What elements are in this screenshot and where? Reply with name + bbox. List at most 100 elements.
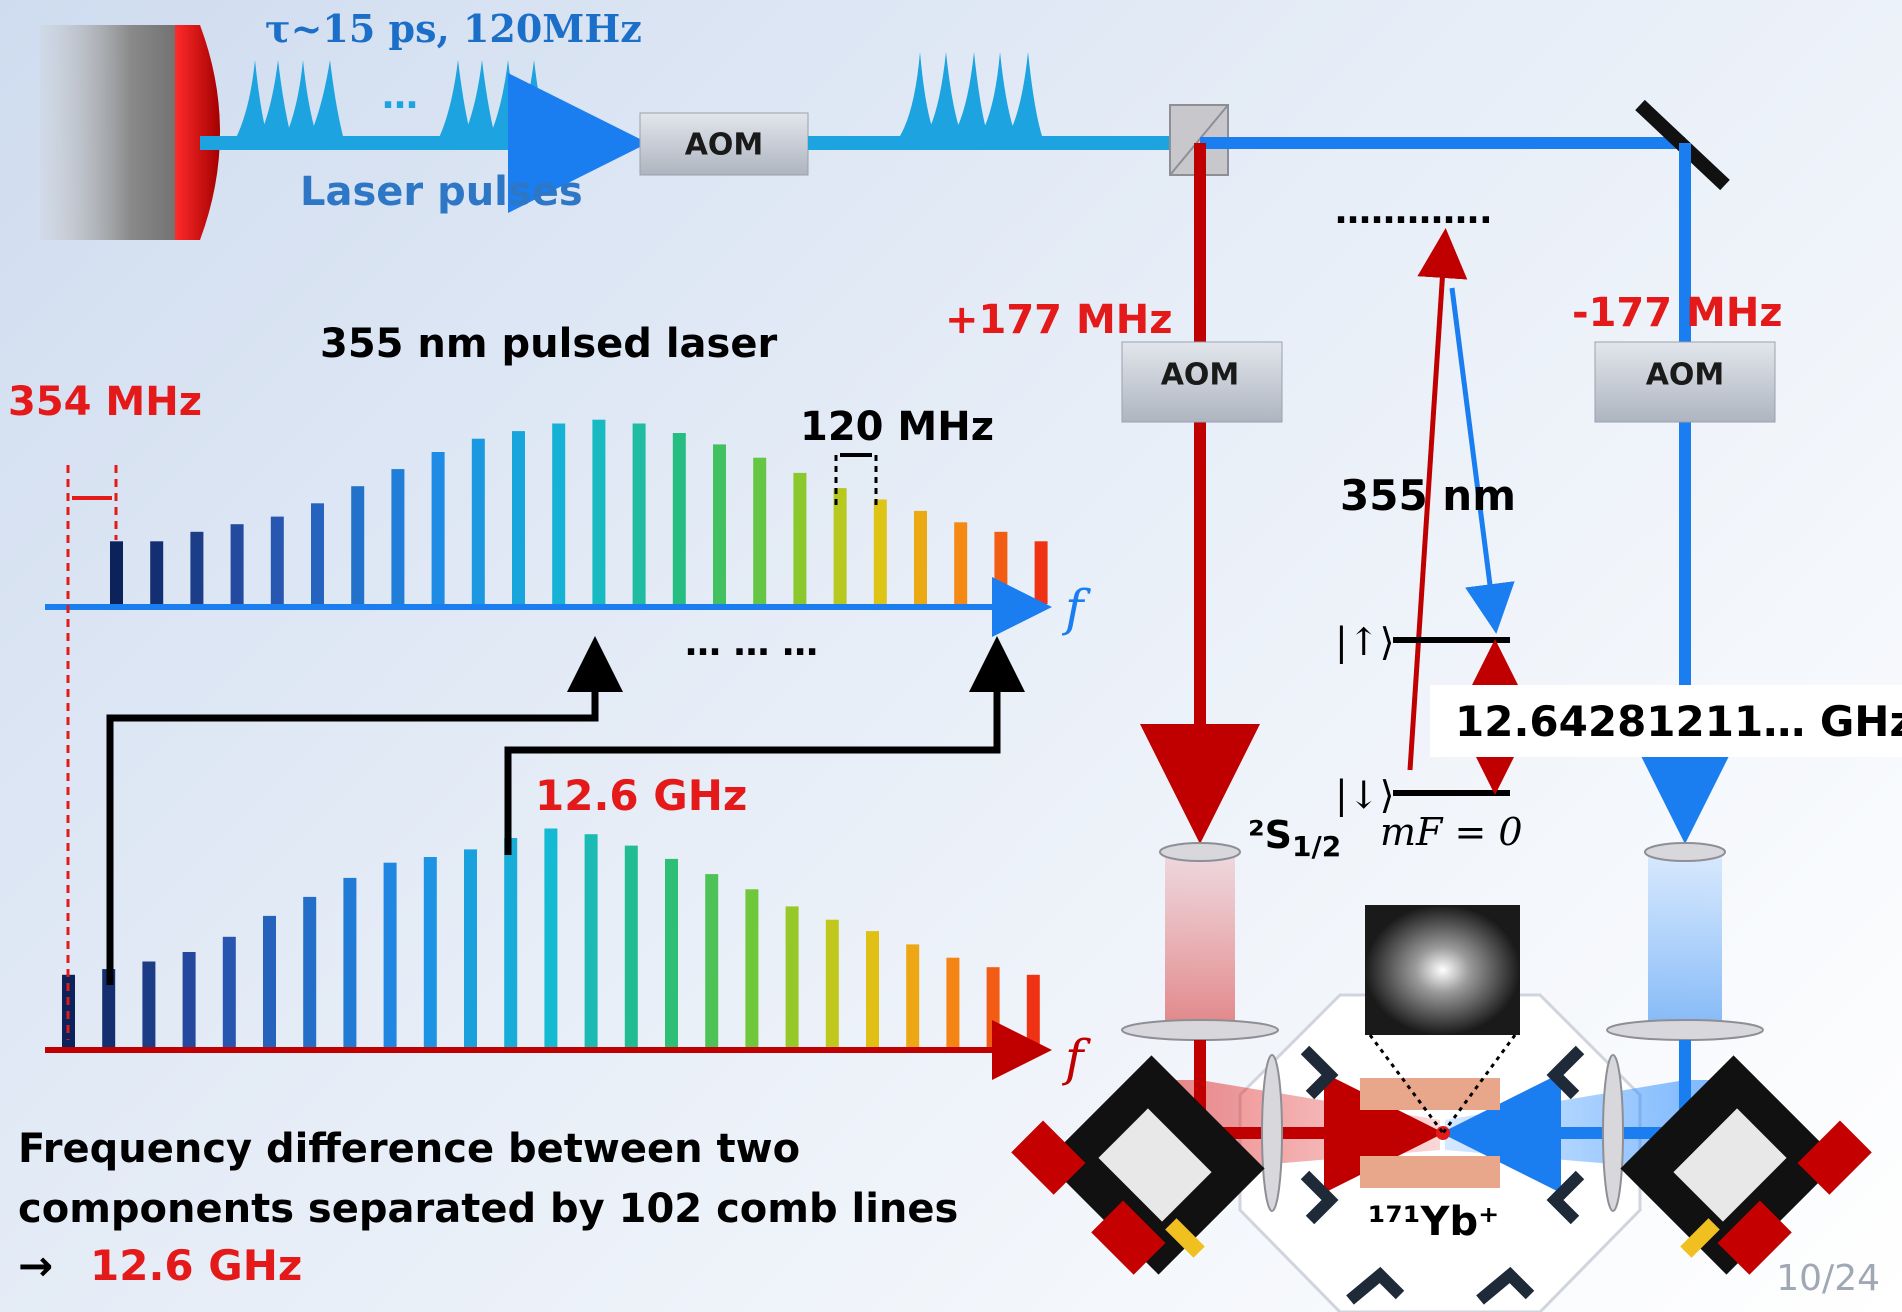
lens-blue-top — [1644, 842, 1726, 862]
aom-red: AOM — [1121, 341, 1283, 423]
virtual-level: …………. — [1335, 191, 1493, 232]
comb-line — [946, 957, 960, 1047]
comb-line — [351, 486, 365, 604]
comb-line — [190, 531, 204, 604]
axis-f-bottom: f — [1061, 1029, 1091, 1087]
comb-line — [866, 931, 879, 1047]
comb-line — [833, 488, 847, 604]
comb-line — [311, 503, 324, 604]
comb-line — [182, 952, 196, 1047]
comb-line — [270, 516, 284, 604]
pulse-train-left — [235, 60, 548, 140]
comb-line — [793, 472, 807, 604]
comb-line — [672, 433, 686, 604]
offset-label: 354 MHz — [8, 379, 202, 425]
page-number: 10/24 — [1776, 1258, 1880, 1299]
comb-line — [423, 857, 437, 1047]
wavelength-label: 355 nm — [1340, 471, 1516, 520]
laser-source — [40, 25, 220, 240]
aom-blue: AOM — [1594, 341, 1776, 423]
comb-line — [994, 531, 1008, 604]
energy-level-diagram: …………. 355 nm |↑⟩ |↓⟩ 12.64281211… GHz ²S… — [1248, 191, 1902, 863]
image-guide-right — [1441, 1034, 1517, 1134]
comb-line — [230, 524, 244, 604]
caption-line2: components separated by 102 comb lines — [18, 1186, 958, 1232]
caption-value: 12.6 GHz — [90, 1241, 302, 1290]
aom-input-label: AOM — [685, 128, 764, 163]
comb-line — [584, 834, 598, 1047]
comb-line — [713, 444, 726, 604]
lens-red-bottom — [1121, 1019, 1279, 1041]
splitting-label: 12.64281211… GHz — [1455, 697, 1902, 746]
lens-blue-side — [1602, 1054, 1624, 1212]
aom-red-label: AOM — [1161, 358, 1240, 393]
comb-line — [391, 469, 405, 604]
pulse-dots: … — [382, 76, 418, 117]
comb-line — [825, 919, 839, 1047]
comb-line — [464, 849, 477, 1047]
caption-arrow: → — [18, 1241, 53, 1290]
comb-line — [785, 906, 799, 1047]
comb-line — [110, 541, 123, 604]
state-label: ²S1/2 — [1248, 813, 1341, 863]
axis-f-top: f — [1061, 579, 1091, 637]
beat-arrow-right — [504, 636, 1025, 855]
comb-line — [632, 423, 646, 604]
comb-line — [624, 845, 638, 1047]
splitting-box — [1430, 685, 1902, 757]
pulse-parameters: τ~15 ps, 120MHz — [265, 6, 642, 51]
comb-line — [512, 431, 525, 604]
comb-line — [873, 499, 887, 604]
shift-plus-label: +177 MHz — [945, 297, 1173, 343]
beat-label: 12.6 GHz — [535, 771, 747, 820]
raman-up-arrow — [1407, 228, 1468, 771]
laser-body — [40, 25, 190, 240]
lens-blue-bottom — [1606, 1019, 1764, 1041]
comb-line — [222, 936, 236, 1047]
comb-line — [383, 862, 397, 1047]
laser-aperture — [175, 25, 220, 240]
mf-label: mF = 0 — [1380, 810, 1523, 854]
comb-line — [986, 967, 1000, 1047]
comb-line — [544, 828, 558, 1047]
comb-line — [1034, 541, 1048, 604]
comb-line — [102, 969, 116, 1047]
comb-line — [552, 423, 566, 604]
comb-line — [504, 838, 518, 1047]
comb-line — [914, 510, 927, 604]
chamber-electrodes — [1300, 1045, 1585, 1305]
beat-arrow-left — [106, 636, 623, 985]
down-state-label: |↓⟩ — [1335, 773, 1394, 817]
comb-line — [665, 858, 678, 1047]
comb-line — [142, 961, 156, 1047]
comb-line — [1026, 974, 1040, 1047]
raman-down-arrow — [1449, 287, 1515, 634]
comb-line — [150, 541, 164, 604]
comb-ellipsis: … … … — [685, 623, 818, 664]
comb-line — [954, 522, 968, 604]
comb-line — [343, 877, 357, 1047]
focusing-optics — [1121, 842, 1764, 1041]
comb-line — [471, 438, 485, 604]
lens-red-side — [1261, 1054, 1283, 1212]
comb-line — [745, 889, 759, 1047]
ion-trap — [1360, 1078, 1500, 1188]
caption-line1: Frequency difference between two — [18, 1126, 800, 1172]
comb-line — [62, 974, 75, 1047]
mount-right — [1620, 1055, 1872, 1275]
aom-input: AOM — [639, 112, 809, 176]
comb-line — [906, 944, 920, 1047]
up-state-label: |↑⟩ — [1335, 620, 1394, 664]
comb-line — [753, 457, 767, 604]
spacing-label: 120 MHz — [800, 404, 994, 450]
comb-line — [705, 874, 719, 1047]
mount-left — [1011, 1055, 1265, 1275]
comb-line — [592, 419, 606, 604]
comb-title: 355 nm pulsed laser — [320, 321, 777, 367]
comb-bottom — [62, 828, 1040, 1047]
comb-line — [303, 896, 317, 1047]
image-guide-left — [1368, 1034, 1445, 1134]
comb-line — [431, 452, 445, 604]
comb-line — [263, 915, 276, 1047]
